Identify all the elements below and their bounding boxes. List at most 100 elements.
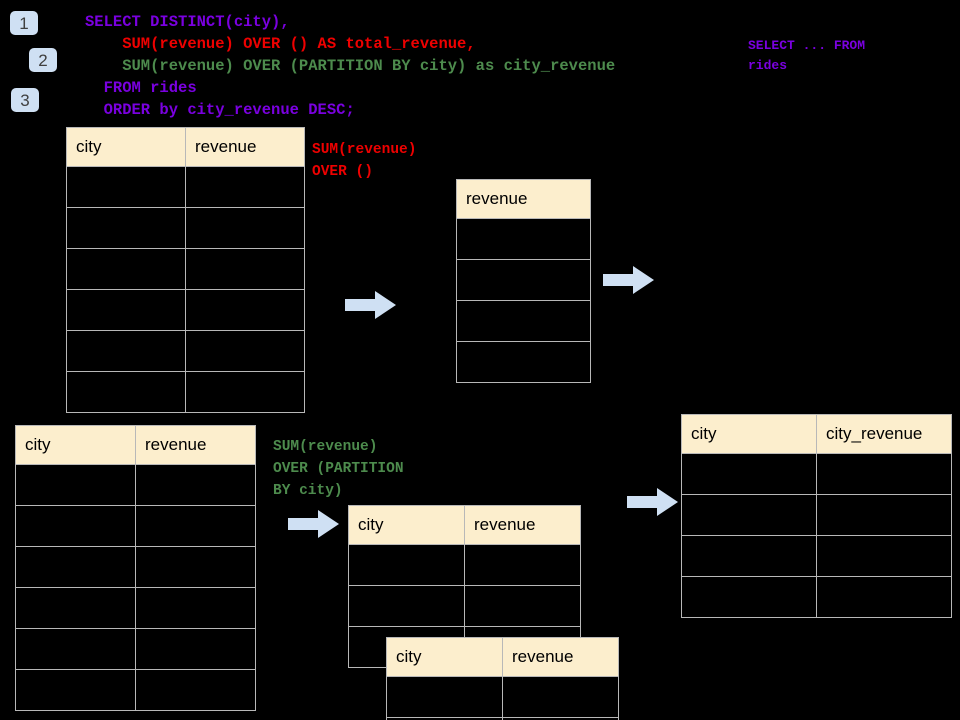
table-row bbox=[15, 587, 256, 629]
cell-revenue bbox=[185, 166, 305, 208]
cell-revenue bbox=[456, 300, 591, 342]
annotation-total-revenue-line-2: OVER () bbox=[312, 164, 373, 180]
table-header-row: city revenue bbox=[348, 505, 581, 545]
cell-revenue bbox=[456, 259, 591, 301]
flow-arrow-right-icon bbox=[288, 509, 340, 539]
step-badge-2: 2 bbox=[29, 48, 57, 72]
cell-city bbox=[681, 576, 817, 618]
annotation-total-revenue-line-1: SUM(revenue) bbox=[312, 142, 417, 158]
cell-city bbox=[681, 535, 817, 577]
cell-city bbox=[15, 546, 136, 588]
cell-city bbox=[15, 505, 136, 547]
side-note-line-2: rides bbox=[748, 58, 788, 73]
table-row bbox=[386, 717, 619, 720]
column-header-city: city bbox=[386, 637, 503, 677]
cell-city bbox=[681, 494, 817, 536]
column-header-city: city bbox=[66, 127, 186, 167]
table-row bbox=[66, 248, 305, 290]
table-row bbox=[456, 259, 591, 301]
cell-revenue bbox=[185, 330, 305, 372]
step-badge-3-label: 3 bbox=[20, 90, 30, 110]
column-header-revenue: revenue bbox=[464, 505, 581, 545]
column-header-revenue: revenue bbox=[456, 179, 591, 219]
table-rides-bottom: city revenue bbox=[15, 425, 256, 711]
cell-city-revenue bbox=[816, 535, 952, 577]
table-partition-front: city revenue bbox=[386, 637, 619, 720]
cell-city bbox=[66, 289, 186, 331]
column-header-city: city bbox=[15, 425, 136, 465]
cell-revenue bbox=[135, 546, 256, 588]
table-row bbox=[15, 464, 256, 506]
table-row bbox=[66, 289, 305, 331]
flow-arrow-right-icon bbox=[627, 487, 679, 517]
step-badge-2-label: 2 bbox=[38, 50, 48, 70]
cell-revenue bbox=[464, 544, 581, 586]
table-row bbox=[681, 576, 952, 618]
cell-revenue bbox=[185, 207, 305, 249]
sql-line-total-revenue: SUM(revenue) OVER () AS total_revenue, bbox=[85, 35, 476, 53]
cell-revenue bbox=[456, 218, 591, 260]
cell-revenue bbox=[502, 676, 619, 718]
table-header-row: city revenue bbox=[15, 425, 256, 465]
flow-arrow-right-icon bbox=[345, 290, 397, 320]
sql-line-from: FROM rides bbox=[85, 79, 197, 97]
cell-city-revenue bbox=[816, 576, 952, 618]
table-total-revenue: revenue bbox=[456, 179, 591, 383]
table-row bbox=[348, 544, 581, 586]
table-row bbox=[681, 453, 952, 495]
step-badge-1-label: 1 bbox=[19, 13, 29, 33]
table-row bbox=[348, 585, 581, 627]
table-header-row: city revenue bbox=[386, 637, 619, 677]
sql-line-select: SELECT DISTINCT(city), bbox=[85, 13, 290, 31]
cell-city bbox=[66, 166, 186, 208]
table-rides-top: city revenue bbox=[66, 127, 305, 413]
cell-revenue bbox=[502, 717, 619, 720]
cell-revenue bbox=[456, 341, 591, 383]
sql-line-order-by: ORDER by city_revenue DESC; bbox=[85, 101, 355, 119]
cell-revenue bbox=[135, 464, 256, 506]
column-header-city-revenue: city_revenue bbox=[816, 414, 952, 454]
cell-city bbox=[348, 585, 465, 627]
table-result: city city_revenue bbox=[681, 414, 952, 618]
cell-city bbox=[66, 371, 186, 413]
annotation-city-revenue-line-3: BY city) bbox=[273, 483, 343, 499]
table-row bbox=[66, 330, 305, 372]
cell-revenue bbox=[464, 585, 581, 627]
cell-city bbox=[386, 676, 503, 718]
table-header-row: city city_revenue bbox=[681, 414, 952, 454]
cell-city-revenue bbox=[816, 453, 952, 495]
cell-revenue bbox=[135, 628, 256, 670]
table-row bbox=[681, 494, 952, 536]
cell-city bbox=[15, 669, 136, 711]
column-header-revenue: revenue bbox=[135, 425, 256, 465]
column-header-revenue: revenue bbox=[185, 127, 305, 167]
cell-city bbox=[15, 587, 136, 629]
cell-revenue bbox=[135, 587, 256, 629]
annotation-city-revenue-line-1: SUM(revenue) bbox=[273, 439, 378, 455]
cell-revenue bbox=[185, 289, 305, 331]
table-row bbox=[456, 218, 591, 260]
table-header-row: revenue bbox=[456, 179, 591, 219]
cell-city bbox=[15, 628, 136, 670]
column-header-city: city bbox=[681, 414, 817, 454]
column-header-revenue: revenue bbox=[502, 637, 619, 677]
table-header-row: city revenue bbox=[66, 127, 305, 167]
table-row bbox=[66, 166, 305, 208]
annotation-city-revenue-line-2: OVER (PARTITION bbox=[273, 461, 404, 477]
table-row bbox=[681, 535, 952, 577]
cell-city bbox=[15, 464, 136, 506]
table-row bbox=[15, 628, 256, 670]
cell-city-revenue bbox=[816, 494, 952, 536]
flow-arrow-right-icon bbox=[603, 265, 655, 295]
cell-revenue bbox=[135, 505, 256, 547]
cell-revenue bbox=[135, 669, 256, 711]
cell-city bbox=[66, 330, 186, 372]
cell-city bbox=[348, 544, 465, 586]
cell-city bbox=[66, 248, 186, 290]
step-badge-3: 3 bbox=[11, 88, 39, 112]
side-note-line-1: SELECT ... FROM bbox=[748, 38, 866, 53]
table-row bbox=[15, 669, 256, 711]
table-row bbox=[456, 300, 591, 342]
table-row bbox=[66, 371, 305, 413]
